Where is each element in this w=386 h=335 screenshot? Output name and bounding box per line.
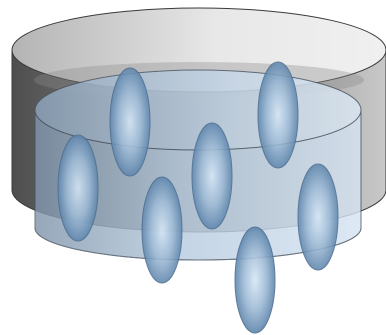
- capsule: [258, 62, 298, 168]
- capsule: [110, 68, 150, 176]
- capsule: [58, 135, 98, 241]
- capsule: [142, 177, 182, 283]
- capsule: [235, 227, 275, 333]
- capsule: [298, 164, 338, 270]
- capsule: [192, 123, 232, 229]
